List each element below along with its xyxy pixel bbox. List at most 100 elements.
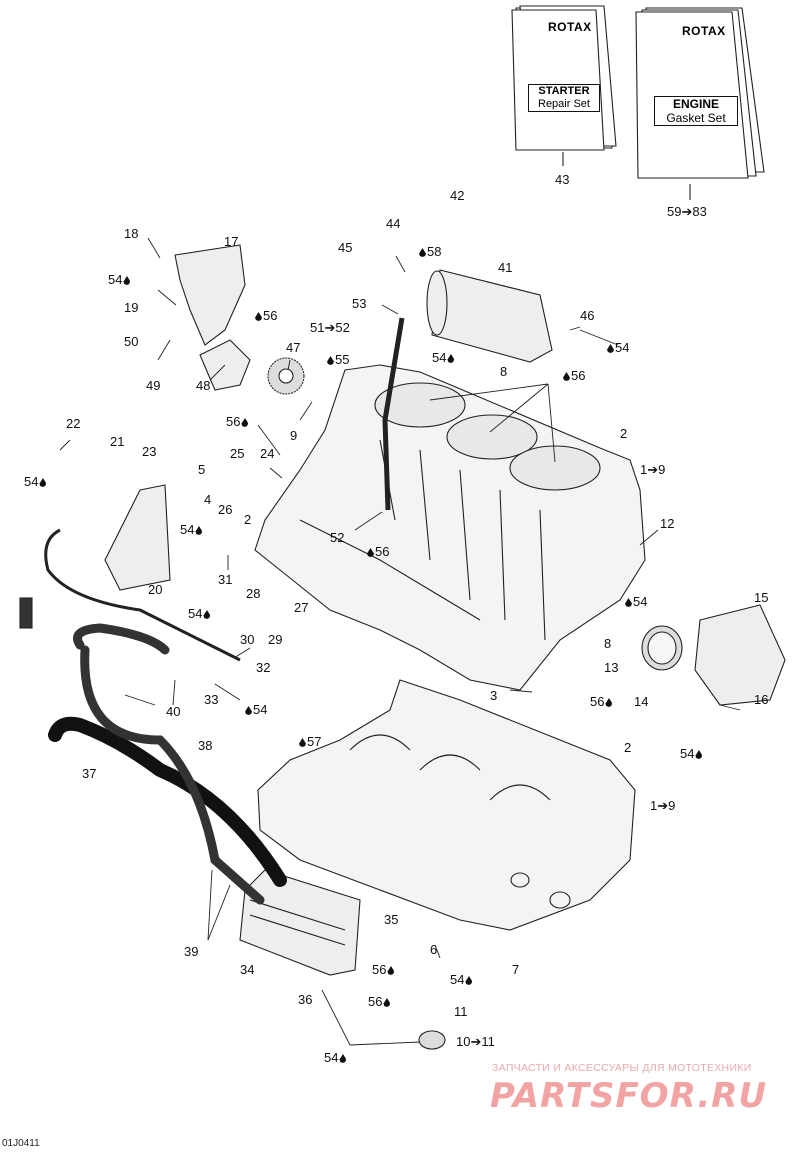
callout-54: 54 bbox=[244, 702, 267, 717]
callout-51-52: 51➔52 bbox=[310, 320, 350, 335]
callout-50: 50 bbox=[124, 334, 139, 349]
callout-30: 30 bbox=[240, 632, 255, 647]
engine-doc-label: ENGINE Gasket Set bbox=[654, 96, 738, 126]
callout-18: 18 bbox=[124, 226, 139, 241]
callout-23: 23 bbox=[142, 444, 157, 459]
starter-doc-brand: ROTAX bbox=[548, 20, 592, 34]
callout-54: 54 bbox=[324, 1050, 347, 1065]
starter-motor bbox=[426, 269, 553, 363]
callout-45: 45 bbox=[338, 240, 353, 255]
callout-14: 14 bbox=[634, 694, 649, 709]
callout-3: 3 bbox=[490, 688, 498, 703]
callout-44: 44 bbox=[386, 216, 401, 231]
callout-56: 56 bbox=[372, 962, 395, 977]
callout-54: 54 bbox=[606, 340, 629, 355]
callout-6: 6 bbox=[430, 942, 438, 957]
diagram-code: 01J0411 bbox=[2, 1138, 40, 1149]
callout-56: 56 bbox=[254, 308, 277, 323]
callout-32: 32 bbox=[256, 660, 271, 675]
callout-40: 40 bbox=[166, 704, 181, 719]
callout-54: 54 bbox=[680, 746, 703, 761]
callout-2: 2 bbox=[624, 740, 632, 755]
sensor-connector bbox=[19, 597, 33, 629]
callout-54: 54 bbox=[624, 594, 647, 609]
callout-12: 12 bbox=[660, 516, 675, 531]
callout-28: 28 bbox=[246, 586, 261, 601]
pipe-38 bbox=[73, 623, 265, 905]
dipstick-tube-53 bbox=[382, 317, 405, 511]
callout-11: 11 bbox=[454, 1004, 468, 1019]
callout-27: 27 bbox=[294, 600, 309, 615]
oil-filter-cap-14 bbox=[641, 625, 683, 671]
callout-26: 26 bbox=[218, 502, 233, 517]
callout-2: 2 bbox=[620, 426, 628, 441]
upper-crankcase bbox=[254, 364, 646, 691]
callout-19: 19 bbox=[124, 300, 139, 315]
callout-54: 54 bbox=[188, 606, 211, 621]
callout-56: 56 bbox=[366, 544, 389, 559]
callout-56: 56 bbox=[590, 694, 613, 709]
leader-lines bbox=[59, 237, 741, 1046]
callout-21: 21 bbox=[110, 434, 125, 449]
callout-9: 9 bbox=[290, 428, 298, 443]
callout-24: 24 bbox=[260, 446, 275, 461]
callout-33: 33 bbox=[204, 692, 219, 707]
callout-54: 54 bbox=[180, 522, 203, 537]
callout-34: 34 bbox=[240, 962, 255, 977]
callout-17: 17 bbox=[224, 234, 239, 249]
callout-55: 55 bbox=[326, 352, 349, 367]
callout-16: 16 bbox=[754, 692, 769, 707]
starter-doc-title: STARTER bbox=[538, 85, 590, 97]
callout-7: 7 bbox=[512, 962, 520, 977]
callout-1-9: 1➔9 bbox=[650, 798, 676, 813]
callout-46: 46 bbox=[580, 308, 595, 323]
callout-47: 47 bbox=[286, 340, 301, 355]
engine-doc-subtitle: Gasket Set bbox=[666, 111, 726, 125]
callout-10-11: 10➔11 bbox=[456, 1034, 495, 1049]
callout-25: 25 bbox=[230, 446, 245, 461]
callout-54: 54 bbox=[450, 972, 473, 987]
callout-58: 58 bbox=[418, 244, 441, 259]
callout-57: 57 bbox=[298, 734, 321, 749]
callout-52: 52 bbox=[330, 530, 345, 545]
hose-37 bbox=[48, 716, 287, 887]
lower-crankcase bbox=[257, 679, 636, 931]
callout-49: 49 bbox=[146, 378, 161, 393]
callout-39: 39 bbox=[184, 944, 199, 959]
engine-doc-title: ENGINE bbox=[672, 97, 719, 111]
drain-plug-10 bbox=[418, 1030, 446, 1050]
engine-doc-brand: ROTAX bbox=[682, 24, 726, 38]
callout-38: 38 bbox=[198, 738, 213, 753]
watermark-logo: PARTSFOR.RU bbox=[490, 1076, 768, 1116]
callout-48: 48 bbox=[196, 378, 211, 393]
callout-53: 53 bbox=[352, 296, 367, 311]
callout-29: 29 bbox=[268, 632, 283, 647]
starter-doc-subtitle: Repair Set bbox=[538, 98, 590, 110]
oil-cooler-34 bbox=[239, 869, 361, 976]
callout-56: 56 bbox=[368, 994, 391, 1009]
callout-4: 4 bbox=[204, 492, 212, 507]
bracket-20 bbox=[104, 484, 171, 591]
callout-59-83: 59➔83 bbox=[667, 204, 707, 219]
callout-43: 43 bbox=[555, 172, 570, 187]
callout-20: 20 bbox=[148, 582, 163, 597]
callout-41: 41 bbox=[498, 260, 513, 275]
callout-36: 36 bbox=[298, 992, 313, 1007]
callout-22: 22 bbox=[66, 416, 81, 431]
callout-31: 31 bbox=[218, 572, 233, 587]
callout-13: 13 bbox=[604, 660, 619, 675]
callout-8: 8 bbox=[604, 636, 612, 651]
callout-37: 37 bbox=[82, 766, 97, 781]
watermark-subtitle: ЗАПЧАСТИ И АКСЕССУАРЫ ДЛЯ МОТОТЕХНИКИ bbox=[492, 1062, 752, 1074]
callout-42: 42 bbox=[450, 188, 465, 203]
bracket-15 bbox=[694, 604, 786, 706]
callout-8: 8 bbox=[500, 364, 508, 379]
callout-54: 54 bbox=[24, 474, 47, 489]
sensor-wire bbox=[44, 528, 241, 662]
starter-gear-47 bbox=[267, 357, 305, 395]
starter-doc-label: STARTER Repair Set bbox=[528, 84, 600, 112]
callout-56: 56 bbox=[562, 368, 585, 383]
engine-support-bracket-17 bbox=[174, 244, 246, 346]
